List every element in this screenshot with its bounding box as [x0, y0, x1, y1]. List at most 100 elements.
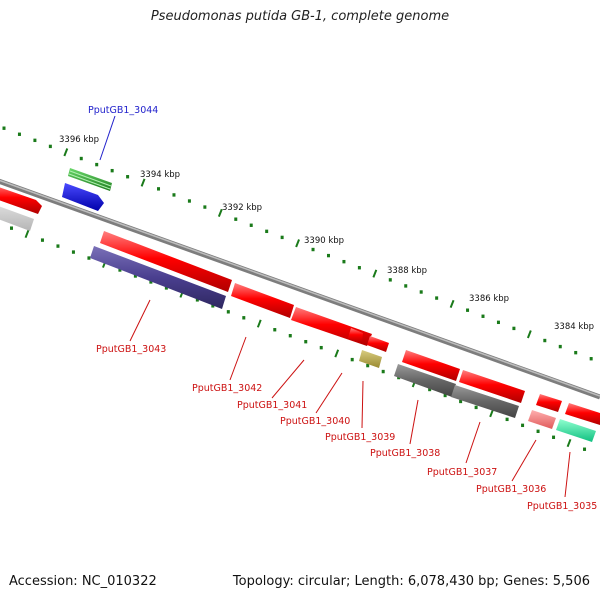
leader-3041	[271, 359, 305, 399]
outer-minor-tick	[265, 229, 269, 234]
inner-minor-tick	[459, 399, 463, 404]
gene-label-3043: PputGB1_3043	[96, 344, 166, 355]
tick-label-3388: 3388 kbp	[387, 266, 427, 276]
tick-label-3384: 3384 kbp	[554, 322, 594, 332]
gene-label-3035: PputGB1_3035	[527, 501, 597, 512]
outer-minor-tick	[2, 126, 6, 130]
gene-3042-cds	[231, 283, 294, 318]
inner-minor-tick	[87, 256, 91, 260]
outer-minor-tick	[126, 175, 130, 179]
inner-minor-tick	[366, 363, 370, 368]
outer-major-tick	[295, 239, 300, 248]
outer-minor-tick	[512, 326, 516, 331]
inner-minor-tick	[40, 238, 44, 242]
gene-label-3044: PputGB1_3044	[88, 105, 158, 116]
outer-minor-tick	[187, 199, 191, 203]
genome-backbone	[0, 178, 600, 400]
outer-minor-tick	[95, 162, 99, 167]
outer-minor-tick	[404, 284, 408, 288]
leader-3036	[511, 439, 537, 482]
map-title: Pseudomonas putida GB-1, complete genome	[150, 9, 450, 24]
inner-minor-tick	[474, 405, 478, 410]
outer-minor-tick	[249, 223, 253, 227]
inner-minor-tick	[9, 226, 13, 230]
accession-text: Accession: NC_010322	[9, 574, 157, 589]
outer-minor-tick	[466, 308, 470, 312]
inner-minor-tick	[71, 250, 75, 254]
outer-minor-tick	[388, 278, 392, 282]
gene-3038-cds	[402, 350, 460, 381]
inner-minor-tick	[521, 423, 525, 428]
outer-minor-tick	[574, 350, 578, 355]
gene-3035-product	[556, 419, 596, 442]
inner-major-tick	[566, 438, 572, 448]
feature-left-grey	[0, 206, 34, 231]
leader-3038	[409, 399, 419, 445]
gene-3037-cds	[459, 370, 525, 403]
inner-minor-tick	[56, 244, 60, 248]
leader-3039	[361, 380, 364, 429]
genome-summary-text: Topology: circular; Length: 6,078,430 bp…	[232, 574, 590, 589]
tick-label-3396: 3396 kbp	[59, 135, 99, 145]
gene-3036-cds	[536, 394, 562, 412]
outer-minor-tick	[110, 168, 114, 173]
leader-3044	[99, 115, 116, 161]
outer-minor-tick	[48, 144, 52, 149]
gene-label-3042: PputGB1_3042	[192, 383, 262, 394]
tick-label-3390: 3390 kbp	[304, 236, 344, 246]
leader-3042	[229, 336, 247, 381]
outer-major-tick	[526, 330, 532, 339]
outer-major-tick	[140, 178, 146, 187]
outer-minor-tick	[435, 296, 439, 300]
outer-minor-tick	[496, 320, 500, 325]
inner-major-tick	[334, 349, 340, 358]
gene-3043-cds	[100, 231, 232, 292]
outer-tick-row	[2, 126, 593, 361]
inner-minor-tick	[381, 369, 385, 374]
leader-3037	[465, 421, 481, 464]
inner-minor-tick	[273, 328, 277, 332]
inner-minor-tick	[350, 357, 354, 362]
outer-major-tick	[217, 208, 223, 218]
gene-3039-cds	[367, 336, 389, 352]
gene-3035-cds	[565, 403, 600, 425]
gene-label-3041: PputGB1_3041	[237, 400, 307, 411]
outer-minor-tick	[234, 217, 238, 221]
gene-3043-product	[90, 246, 226, 309]
gene-3038-product	[394, 364, 456, 397]
outer-minor-tick	[419, 290, 423, 294]
inner-minor-tick	[242, 316, 246, 320]
outer-major-tick	[372, 269, 378, 278]
inner-minor-tick	[226, 310, 230, 314]
inner-minor-tick	[304, 339, 308, 344]
gene-label-3040: PputGB1_3040	[280, 416, 350, 427]
outer-minor-tick	[543, 338, 547, 343]
gene-label-3037: PputGB1_3037	[427, 467, 497, 478]
gene-label-3036: PputGB1_3036	[476, 484, 546, 495]
outer-minor-tick	[589, 357, 593, 361]
outer-minor-tick	[311, 247, 315, 252]
inner-minor-tick	[536, 429, 540, 434]
outer-minor-tick	[342, 259, 346, 264]
inner-minor-tick	[319, 345, 323, 350]
tick-label-3392: 3392 kbp	[222, 203, 262, 213]
leader-3035	[564, 451, 571, 498]
gene-3037-product	[451, 385, 519, 418]
outer-minor-tick	[280, 235, 284, 240]
outer-minor-tick	[357, 266, 361, 270]
outer-major-tick	[63, 148, 69, 157]
outer-minor-tick	[33, 138, 37, 143]
outer-major-tick	[449, 299, 455, 309]
feature-left-red	[0, 187, 42, 214]
gene-label-3038: PputGB1_3038	[370, 448, 440, 459]
leader-3040	[315, 372, 343, 414]
outer-minor-tick	[79, 156, 83, 161]
gene-3040-cds	[348, 328, 363, 343]
outer-minor-tick	[558, 344, 562, 349]
inner-minor-tick	[505, 417, 509, 422]
inner-minor-tick	[288, 334, 292, 338]
leader-3043	[129, 299, 151, 342]
tick-label-3394: 3394 kbp	[140, 170, 180, 180]
outer-minor-tick	[172, 193, 176, 197]
